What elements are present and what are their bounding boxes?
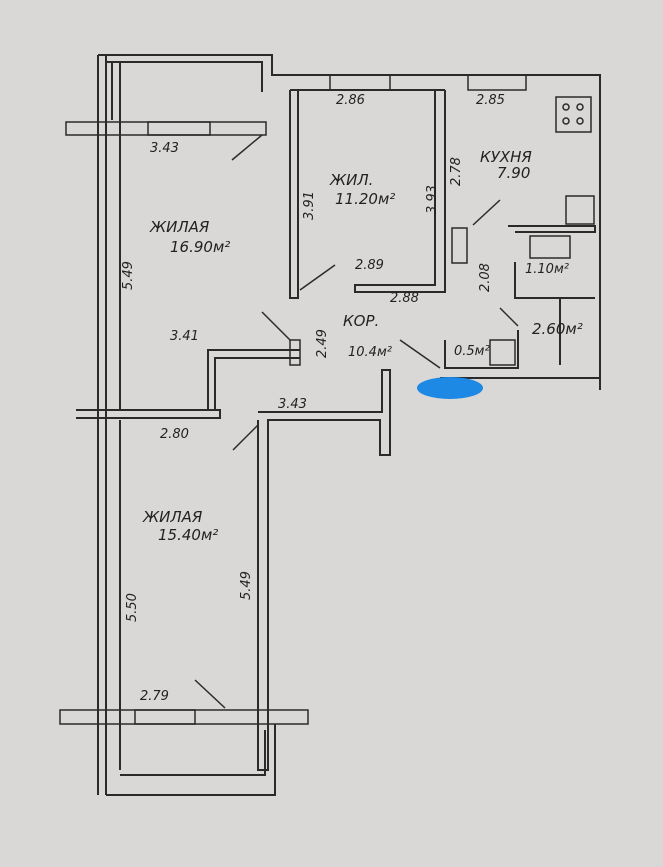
dim-living1-lower: 2.80 (160, 427, 189, 442)
dim-living1-side: 5.49 (121, 261, 136, 290)
room-name-living-2: ЖИЛ. (329, 171, 373, 189)
dim-corridor-top: 2.88 (390, 291, 419, 306)
room-area-bathroom: 1.10м² (525, 262, 569, 277)
room-area-kitchen: 7.90 (497, 164, 530, 182)
dim-living1-top: 3.43 (150, 141, 179, 156)
room-name-corridor: КОР. (343, 312, 379, 330)
room-area-corridor: 10.4м² (348, 345, 392, 360)
dim-living3-left: 5.50 (125, 593, 140, 622)
redaction-mark (417, 377, 483, 399)
dim-corridor-side: 2.49 (315, 329, 330, 358)
dim-living1-bottom: 3.41 (170, 329, 199, 344)
room-area-living-2: 11.20м² (335, 190, 395, 208)
room-name-kitchen: КУХНЯ (480, 148, 532, 166)
dim-kitchen-side: 2.78 (449, 157, 464, 186)
room-area-living-3: 15.40м² (158, 526, 218, 544)
room-name-living-1: ЖИЛАЯ (149, 218, 210, 236)
dim-living2-left: 3.91 (302, 191, 317, 220)
dim-living3-bottom: 2.79 (140, 689, 169, 704)
room-area-closet: 0.5м² (454, 344, 490, 359)
room-name-living-3: ЖИЛАЯ (142, 508, 203, 526)
walls (59, 54, 601, 796)
dim-kitchen-top: 2.85 (476, 93, 505, 108)
room-area-toilet: 2.60м² (532, 320, 583, 338)
dim-corridor-right: 2.08 (478, 263, 493, 292)
dim-corridor-lower: 3.43 (278, 397, 307, 412)
dim-living2-top: 2.86 (336, 93, 365, 108)
dim-living2-bottom: 2.89 (355, 258, 384, 273)
dim-living2-right: 3.93 (425, 185, 440, 214)
dim-living3-right: 5.49 (239, 571, 254, 600)
room-area-living-1: 16.90м² (170, 238, 230, 256)
